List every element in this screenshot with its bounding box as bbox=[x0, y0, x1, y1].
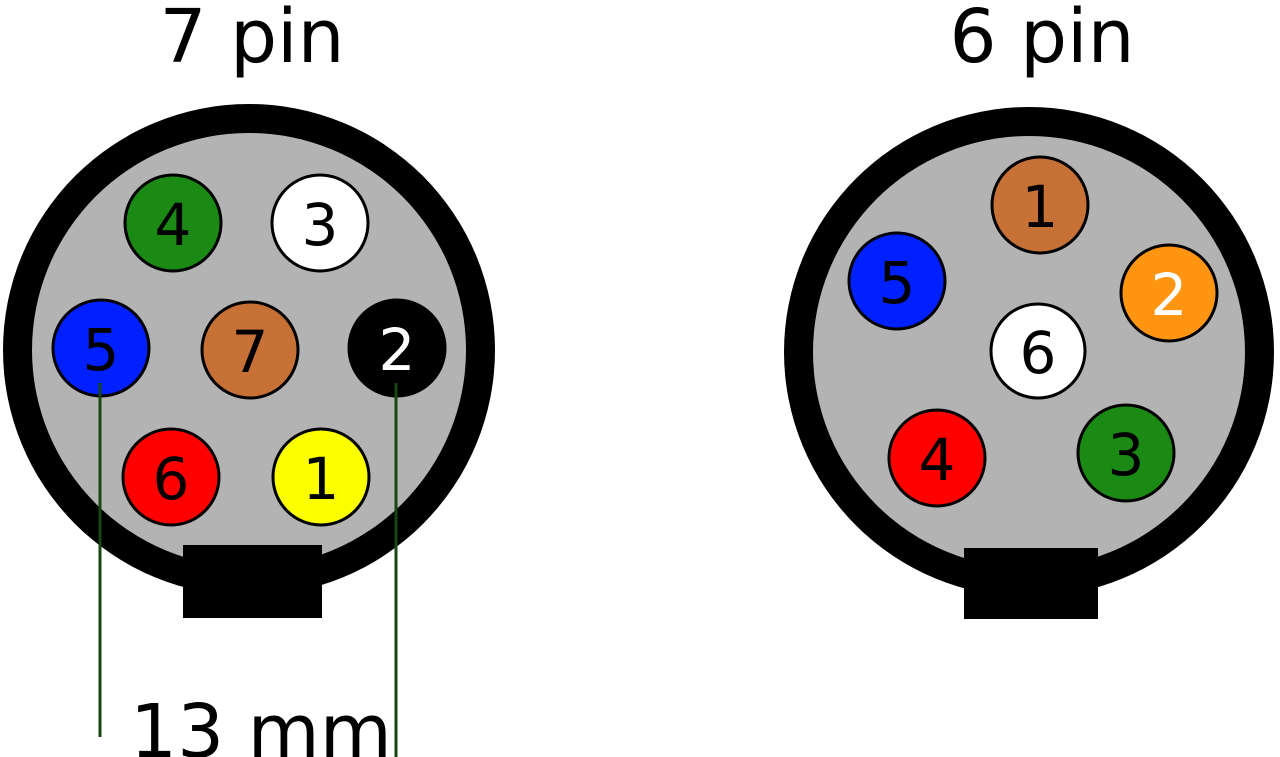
pin-socket-circle bbox=[121, 427, 221, 527]
pin-six-5[interactable]: 5 bbox=[847, 231, 947, 331]
pin-seven-6[interactable]: 6 bbox=[121, 427, 221, 527]
connector-keyway-tab-seven-pin bbox=[183, 545, 322, 618]
pin-socket-circle bbox=[1076, 403, 1176, 503]
connector-title-seven-pin: 7 pin bbox=[159, 0, 344, 80]
connector-seven-pin: 7 pin 4 3 5 7 bbox=[3, 0, 495, 618]
connector-keyway-tab-six-pin bbox=[964, 548, 1098, 619]
pin-seven-7[interactable]: 7 bbox=[200, 300, 300, 400]
pin-number-label: 5 bbox=[83, 316, 120, 384]
dimension-label-13mm: 13 mm bbox=[130, 689, 392, 757]
dimension-annotation-13mm: 13 mm bbox=[98, 383, 398, 757]
pin-number-label: 1 bbox=[303, 445, 340, 513]
pin-number-label: 5 bbox=[879, 249, 916, 317]
pin-seven-5[interactable]: 5 bbox=[51, 298, 151, 398]
pin-number-label: 4 bbox=[919, 426, 956, 494]
pin-number-label: 4 bbox=[155, 191, 192, 259]
pin-number-label: 1 bbox=[1022, 173, 1059, 241]
pin-socket-circle bbox=[200, 300, 300, 400]
pin-six-3[interactable]: 3 bbox=[1076, 403, 1176, 503]
pin-socket-circle bbox=[123, 173, 223, 273]
pin-socket-circle bbox=[989, 302, 1087, 400]
pin-number-label: 6 bbox=[153, 445, 190, 513]
pin-number-label: 2 bbox=[1151, 261, 1188, 329]
pin-seven-4[interactable]: 4 bbox=[123, 173, 223, 273]
pin-number-label: 6 bbox=[1020, 319, 1057, 387]
pin-socket-circle bbox=[271, 427, 371, 527]
pin-seven-3[interactable]: 3 bbox=[270, 173, 370, 273]
connector-title-six-pin: 6 pin bbox=[949, 0, 1134, 80]
pin-number-label: 7 bbox=[232, 318, 269, 386]
pin-six-2[interactable]: 2 bbox=[1119, 243, 1219, 343]
pin-socket-circle bbox=[990, 155, 1090, 255]
pin-seven-1[interactable]: 1 bbox=[271, 427, 371, 527]
pin-socket-circle bbox=[270, 173, 370, 273]
pin-socket-circle bbox=[847, 231, 947, 331]
pin-six-1[interactable]: 1 bbox=[990, 155, 1090, 255]
pin-six-6[interactable]: 6 bbox=[989, 302, 1087, 400]
pin-number-label: 3 bbox=[1108, 421, 1145, 489]
pin-number-label: 3 bbox=[302, 191, 339, 259]
pin-seven-2[interactable]: 2 bbox=[347, 298, 447, 398]
pin-socket-circle bbox=[887, 408, 987, 508]
pin-number-label: 2 bbox=[379, 316, 416, 384]
pin-six-4[interactable]: 4 bbox=[887, 408, 987, 508]
pin-socket-circle bbox=[1119, 243, 1219, 343]
connector-six-pin: 6 pin 1 5 2 6 bbox=[784, 0, 1274, 619]
